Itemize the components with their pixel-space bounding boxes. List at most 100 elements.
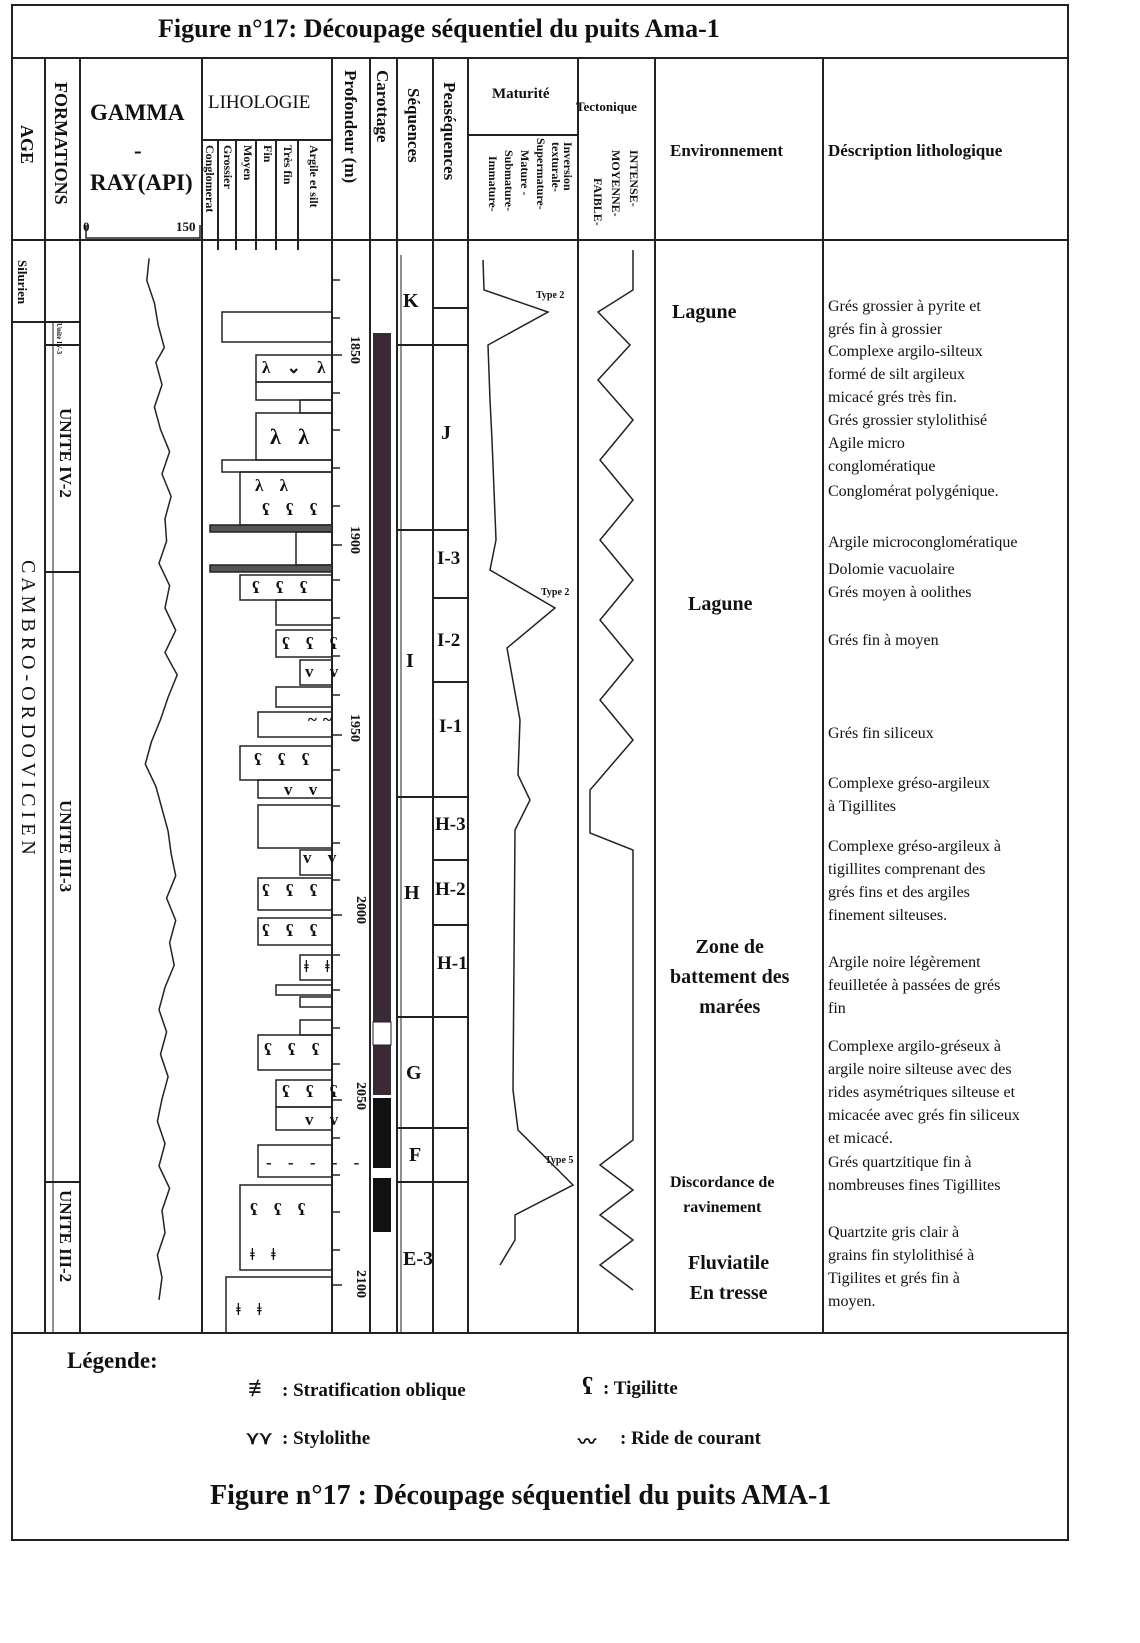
- header-gamma-dash: -: [134, 138, 142, 163]
- description-block: Grés grossier à pyrite et grés fin à gro…: [828, 298, 981, 338]
- header-maturite: Maturité: [492, 86, 550, 102]
- maturity-supermature: Supermature-: [534, 138, 548, 210]
- gamma-ray-curve: [144, 258, 179, 1301]
- dash-symbol: - - - - -: [266, 1153, 366, 1172]
- stylolith-symbol: λ λ: [255, 476, 294, 495]
- formation-unite-iv-2: UNITE IV-2: [56, 408, 75, 498]
- legend-label: : Stylolithe: [282, 1428, 371, 1449]
- depth-2000: 2000: [353, 896, 368, 924]
- depth-2050: 2050: [353, 1082, 368, 1110]
- tigillite-symbol: ʕ ʕ ʕ: [282, 634, 344, 653]
- litho-fin: Fin: [261, 145, 275, 163]
- parasequence-h-2: H-2: [435, 879, 466, 900]
- description-block: Grés fin siliceux: [828, 725, 934, 742]
- tecto-faible: FAIBLE-: [591, 178, 605, 226]
- description-block: Dolomie vacuolaire: [828, 561, 955, 578]
- tigillite-symbol: ʕ ʕ ʕ: [262, 881, 324, 900]
- formation-unite-iv-3: Unite IV-3: [55, 323, 63, 355]
- sequence-e-3: E-3: [403, 1248, 433, 1270]
- cross-bedding-symbol: ǂ ǂ: [236, 1300, 268, 1319]
- age-silurien: Silurien: [15, 260, 30, 305]
- age-formation-dividers: [12, 321, 80, 1333]
- environment-zone-battement: Zone de battement des marées: [670, 936, 790, 1018]
- maturity-type-label: Type 5: [545, 1155, 574, 1166]
- legend-label: : Stratification oblique: [282, 1380, 466, 1401]
- description-block: Complexe argilo-silteux formé de silt ar…: [828, 343, 983, 406]
- maturity-inversion: Inversion: [561, 142, 575, 191]
- litho-argile-silt: Argile et silt: [307, 145, 321, 208]
- sequence-h: H: [404, 882, 420, 904]
- sequence-j: J: [441, 422, 451, 444]
- tigillite-icon: ʕ: [582, 1374, 593, 1400]
- stylolith-symbol: λ λ: [270, 424, 316, 449]
- header-environnement: Environnement: [670, 141, 784, 160]
- maturity-mature: Mature -: [518, 150, 532, 196]
- description-block: Grés quartzitique fin à nombreuses fines…: [828, 1154, 1001, 1194]
- gamma-scale-min: 0: [83, 219, 90, 234]
- description-block: Grés fin à moyen: [828, 632, 939, 649]
- sequence-dividers: [397, 255, 468, 1333]
- legend-label: : Tigilitte: [603, 1378, 678, 1399]
- maturity-type-label: Type 2: [541, 587, 570, 598]
- maturity-submature: Submature-: [502, 150, 516, 212]
- tigillite-symbol: ʕ ʕ ʕ: [264, 1040, 326, 1059]
- description-block: Complexe gréso-argileux à Tigillites: [828, 775, 990, 815]
- tigillite-symbol: ʕ ʕ ʕ: [262, 921, 324, 940]
- tigillite-symbol: ʕ ʕ ʕ: [254, 750, 316, 769]
- cross-bedding-symbol: ǂ ǂ: [250, 1245, 282, 1264]
- tigillite-symbol: ʕ ʕ ʕ: [262, 500, 324, 519]
- tectonic-curve: [589, 250, 635, 1291]
- figure-title: Figure n°17: Découpage séquentiel du pui…: [158, 14, 720, 43]
- environment-discordance: Discordance de ravinement: [670, 1174, 775, 1216]
- header-gamma-ray: RAY(API): [90, 170, 193, 195]
- depth-2100: 2100: [353, 1270, 368, 1298]
- header-age: AGE: [17, 125, 37, 165]
- tigillite-symbol: ǂ ǂ: [304, 957, 336, 976]
- header-profondeur: Profondeur (m): [341, 70, 360, 184]
- parasequence-h-1: H-1: [437, 953, 468, 974]
- ripple-symbol: ~~: [308, 710, 338, 729]
- depth-ticks: [332, 279, 342, 1286]
- formation-unite-iii-2: UNITE III-2: [56, 1190, 75, 1283]
- litho-conglomerat: Conglomerat: [203, 145, 217, 213]
- litho-tres-fin: Très fin: [281, 145, 295, 185]
- cross-bedding-icon: ≢: [248, 1376, 272, 1402]
- tecto-intense: INTENSE-: [627, 150, 641, 207]
- gamma-scale-max: 150: [176, 219, 196, 234]
- description-block: Argile microconglomératique: [828, 534, 1018, 551]
- tecto-moyenne: MOYENNE-: [609, 150, 623, 217]
- core-gap: [372, 1021, 392, 1046]
- legend-label: : Ride de courant: [620, 1428, 761, 1449]
- column-lines: [44, 58, 824, 1333]
- maturity-type-label: Type 2: [536, 290, 565, 301]
- parasequence-i-3: I-3: [437, 548, 461, 569]
- legend-title: Légende:: [67, 1348, 158, 1373]
- v-symbol: v v: [303, 848, 343, 867]
- parasequence-i-2: I-2: [437, 630, 461, 651]
- maturity-texturale: texturale-: [549, 142, 563, 192]
- ripple-icon: 〰: [578, 1432, 596, 1452]
- formation-unite-iii-3: UNITE III-3: [56, 800, 75, 893]
- maturity-curve: [482, 259, 575, 1266]
- v-symbol: v v: [305, 1110, 345, 1129]
- description-block: Complexe argilo-gréseux à argile noire s…: [828, 1038, 1020, 1147]
- header-gamma: GAMMA: [90, 100, 185, 125]
- description-block: Conglomérat polygénique.: [828, 483, 999, 500]
- v-symbol: v v: [305, 662, 345, 681]
- parasequence-h-3: H-3: [435, 814, 466, 835]
- environment-lagune: Lagune: [688, 593, 753, 615]
- core-column: [373, 333, 391, 1232]
- litho-grossier: Grossier: [221, 145, 235, 189]
- sequence-k: K: [403, 290, 419, 312]
- figure-caption: Figure n°17 : Découpage séquentiel du pu…: [210, 1480, 832, 1511]
- environment-lagune: Lagune: [672, 301, 737, 323]
- description-block: Agile micro conglomératique: [828, 435, 936, 475]
- depth-1850: 1850: [347, 336, 362, 364]
- tigillite-symbol: ʕ ʕ ʕ: [252, 578, 314, 597]
- sequence-f: F: [409, 1144, 422, 1166]
- header-description: Déscription lithologique: [828, 141, 1003, 160]
- tigillite-symbol: ʕ ʕ ʕ: [250, 1200, 312, 1219]
- sequence-g: G: [406, 1062, 422, 1084]
- tigillite-symbol: v v: [284, 780, 324, 799]
